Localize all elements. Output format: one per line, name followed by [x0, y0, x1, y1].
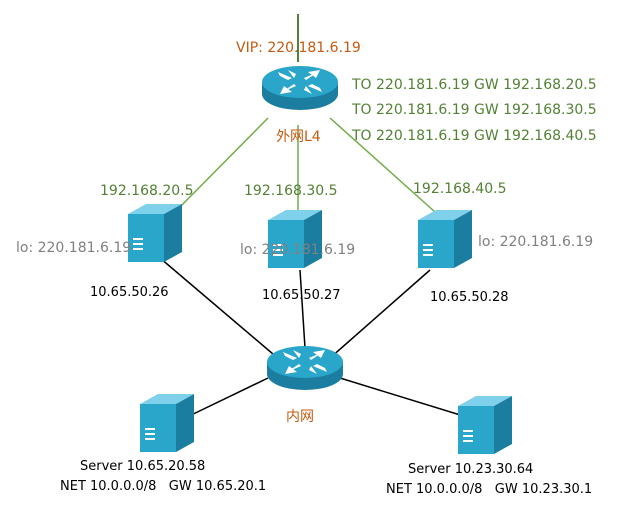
lvs-1-lo: lo: 220.181.6.19: [16, 240, 132, 256]
backend-2-net: NET 10.0.0.0/8 GW 10.23.30.1: [386, 482, 593, 497]
link-inner-backend2: [339, 377, 471, 419]
link-lvs2-inner: [299, 269, 306, 349]
links: [159, 14, 471, 419]
backend-1-name: Server 10.65.20.58: [80, 459, 206, 474]
lvs-3-inner-ip: 10.65.50.28: [430, 290, 509, 305]
lvs-server-icon-1: [128, 204, 182, 262]
link-inner-backend1: [184, 377, 269, 419]
inner-router-label: 内网: [286, 409, 314, 425]
lvs-2-lo: lo: 220.181.6.19: [240, 242, 356, 258]
link-lvs1-inner: [159, 257, 281, 361]
backend-2-name: Server 10.23.30.64: [408, 462, 534, 477]
vip-label: VIP: 220.181.6.19: [236, 40, 361, 56]
lvs-2-inner-ip: 10.65.50.27: [262, 288, 341, 303]
l4-router-icon: [262, 66, 338, 110]
link-l4-lvs3: [329, 117, 436, 213]
lvs-3-lo: lo: 220.181.6.19: [478, 234, 594, 250]
lvs-1-gw-ip: 192.168.20.5: [100, 183, 194, 199]
route-3: TO 220.181.6.19 GW 192.168.40.5: [352, 128, 597, 144]
l4-router-label: 外网L4: [276, 129, 321, 145]
route-1: TO 220.181.6.19 GW 192.168.20.5: [352, 77, 597, 93]
inner-router-icon: [267, 346, 343, 390]
lvs-1-inner-ip: 10.65.50.26: [90, 285, 169, 300]
lvs-server-icon-2: [268, 210, 322, 268]
backend-1-net: NET 10.0.0.0/8 GW 10.65.20.1: [60, 479, 267, 494]
lvs-2-gw-ip: 192.168.30.5: [244, 183, 338, 199]
lvs-3-gw-ip: 192.168.40.5: [413, 181, 507, 197]
backend-server-icon-2: [458, 396, 512, 454]
backend-server-icon-1: [140, 394, 194, 452]
lvs-server-icon-3: [418, 210, 472, 268]
route-2: TO 220.181.6.19 GW 192.168.30.5: [352, 102, 597, 118]
link-lvs3-inner: [329, 269, 431, 359]
link-l4-lvs1: [174, 117, 269, 213]
